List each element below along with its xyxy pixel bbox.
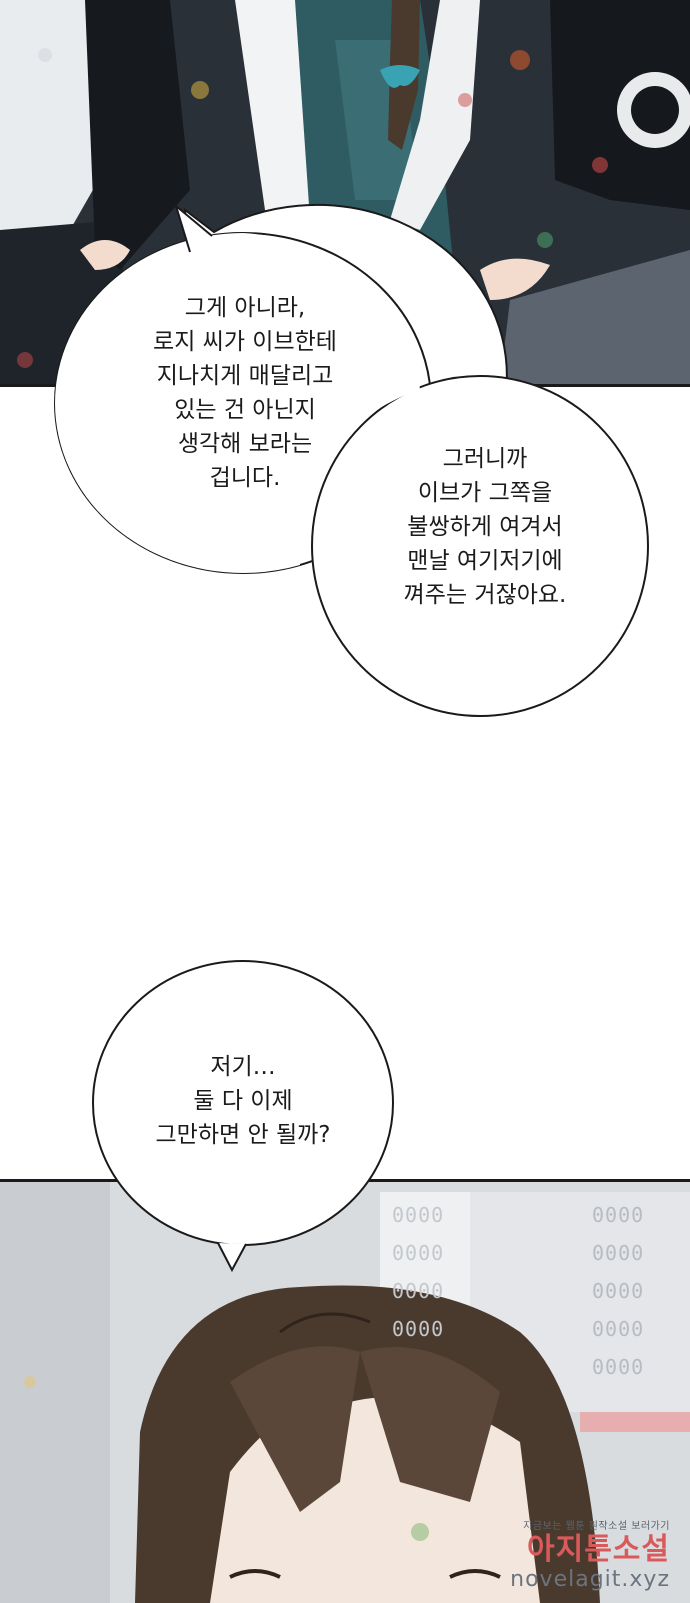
board-digits-left: 0000 0000 0000 0000 xyxy=(392,1196,444,1348)
board-digit-row: 0000 xyxy=(392,1279,445,1303)
dialogue-line: 로지 씨가 이브한테 xyxy=(153,329,337,355)
board-digit-row: 0000 xyxy=(592,1317,645,1341)
dialogue-line: 이브가 그쪽을 xyxy=(417,480,553,506)
bubble-first-text: 그게 아니라, 로지 씨가 이브한테 지나치게 매달리고 있는 건 아닌지 생각… xyxy=(100,291,390,495)
dialogue-line: 불쌍하게 여겨서 xyxy=(407,514,563,540)
dialogue-line: 그게 아니라, xyxy=(184,295,306,321)
bubble-third-text: 저기… 둘 다 이제 그만하면 안 될까? xyxy=(113,1050,373,1152)
bubble-second-text: 그러니까 이브가 그쪽을 불쌍하게 여겨서 맨날 여기저기에 껴주는 거잖아요. xyxy=(350,442,620,612)
board-digit-row: 0000 xyxy=(392,1317,445,1341)
watermark-tagline: 지금보는 웹툰 원작소설 보러가기 xyxy=(523,1521,670,1532)
board-digit-row: 0000 xyxy=(592,1203,645,1227)
board-digits-right: 0000 0000 0000 0000 0000 xyxy=(592,1196,644,1386)
dialogue-line: 저기… xyxy=(210,1054,276,1080)
brown-haired-character-art xyxy=(0,1182,690,1603)
watermark-brand: 아지툰소설 xyxy=(527,1532,670,1567)
board-digit-row: 0000 xyxy=(392,1241,445,1265)
board-digit-row: 0000 xyxy=(592,1241,645,1265)
site-watermark: 지금보는 웹툰 원작소설 보러가기 아지툰소설 novelagit.xyz xyxy=(510,1517,670,1592)
dialogue-line: 그만하면 안 될까? xyxy=(155,1122,331,1148)
dialogue-line: 생각해 보라는 xyxy=(177,431,313,457)
dialogue-line: 껴주는 거잖아요. xyxy=(403,582,567,608)
dialogue-line: 겁니다. xyxy=(209,465,281,491)
board-digit-row: 0000 xyxy=(592,1355,645,1379)
bottom-panel-illustration: 0000 0000 0000 0000 0000 0000 0000 0000 … xyxy=(0,1179,690,1603)
dialogue-line: 있는 건 아닌지 xyxy=(174,397,316,423)
watermark-domain: novelagit.xyz xyxy=(510,1567,670,1592)
board-digit-row: 0000 xyxy=(592,1279,645,1303)
dialogue-line: 둘 다 이제 xyxy=(193,1088,293,1114)
dialogue-line: 맨날 여기저기에 xyxy=(407,548,563,574)
dialogue-line: 지나치게 매달리고 xyxy=(156,363,334,389)
board-digit-row: 0000 xyxy=(392,1203,445,1227)
speech-bubble-second xyxy=(311,375,649,717)
dialogue-line: 그러니까 xyxy=(442,446,528,472)
